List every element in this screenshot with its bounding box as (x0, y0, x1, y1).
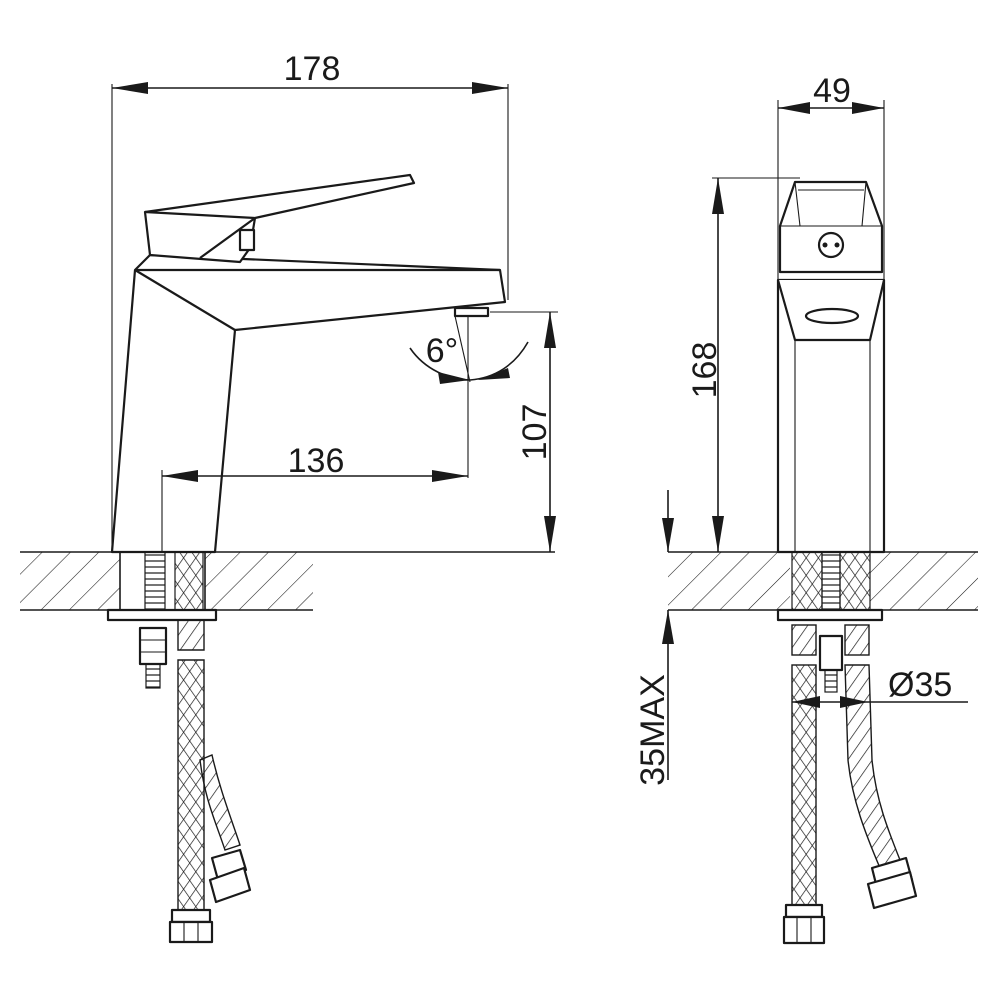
dim-deck-thickness: 35MAX (634, 490, 674, 786)
dim-side-width: 49 (777, 72, 885, 280)
spout-height-label: 107 (516, 404, 554, 461)
spout-angle-label: 6° (426, 332, 459, 370)
overall-width-label: 178 (284, 50, 341, 88)
dim-spout-reach: 136 (161, 316, 469, 552)
front-countertop (20, 551, 555, 611)
side-view: 49 168 35MAX Ø35 (634, 72, 978, 945)
dim-overall-width: 178 (111, 50, 509, 552)
side-countertop (668, 551, 978, 611)
front-hose (168, 619, 252, 944)
side-height-label: 168 (686, 342, 724, 399)
dim-spout-height: 107 (490, 311, 558, 552)
front-view: 178 136 107 6° (20, 50, 558, 944)
side-width-label: 49 (813, 72, 851, 110)
front-mounting-rod (106, 551, 218, 689)
deck-thickness-label: 35MAX (634, 674, 672, 786)
spout-reach-label: 136 (288, 442, 345, 480)
dim-hole-diameter: Ø35 (792, 666, 968, 708)
front-faucet-body (110, 173, 507, 554)
side-faucet-body (776, 180, 886, 554)
side-mounting-rod (776, 551, 884, 693)
dim-side-height: 168 (686, 177, 800, 552)
hole-diameter-label: Ø35 (888, 666, 952, 704)
dim-spout-angle: 6° (409, 315, 529, 384)
